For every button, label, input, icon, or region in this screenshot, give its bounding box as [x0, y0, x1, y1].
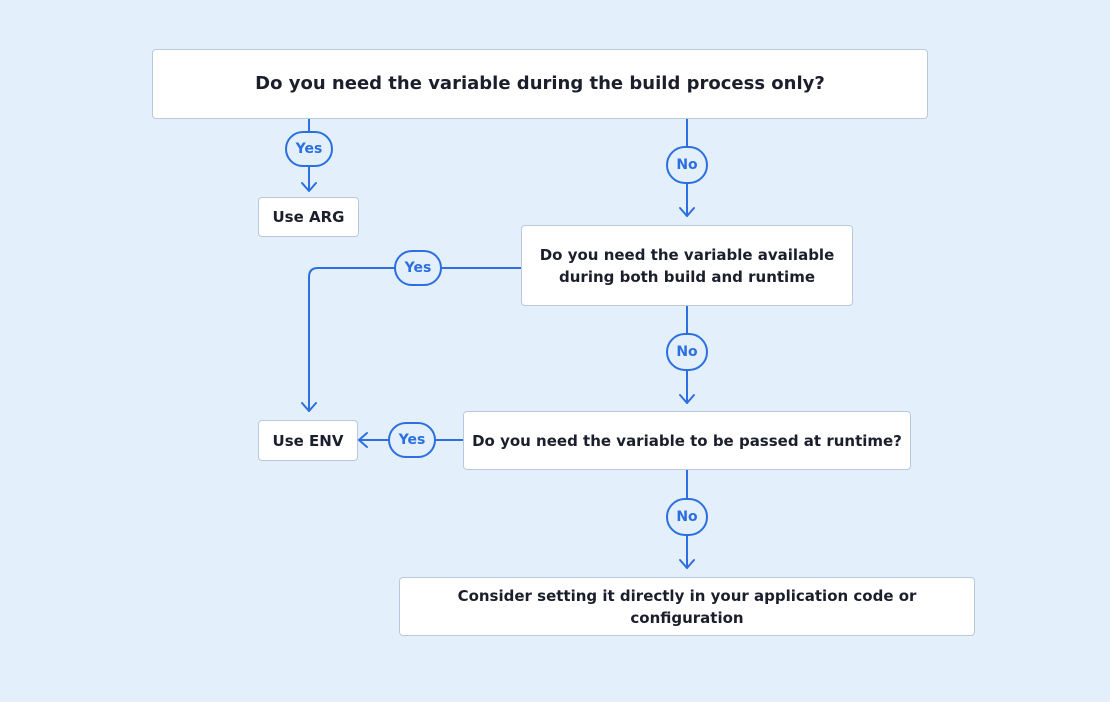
arrow-head [358, 432, 368, 448]
label-yes-text: Yes [295, 141, 323, 157]
arrow-head [679, 207, 695, 217]
label-yes-text: Yes [398, 432, 426, 448]
arrow-head [301, 402, 317, 412]
arrow-head [679, 394, 695, 404]
label-no-text: No [676, 344, 698, 360]
consider-box: Consider setting it directly in your app… [399, 577, 975, 636]
question-passed-at-runtime: Do you need the variable to be passed at… [463, 411, 911, 470]
label-yes-text: Yes [404, 260, 432, 276]
question-passed-at-runtime-text: Do you need the variable to be passed at… [472, 431, 902, 450]
question-build-only-text: Do you need the variable during the buil… [255, 73, 825, 94]
use-env-text: Use ENV [272, 431, 344, 450]
label-no-q2: No [666, 333, 708, 371]
question-build-and-runtime-line2: during both build and runtime [559, 267, 815, 286]
use-arg-box: Use ARG [258, 197, 359, 237]
label-no-q1: No [666, 146, 708, 184]
edge-q2-yes [308, 267, 523, 412]
use-arg-text: Use ARG [272, 208, 345, 226]
question-build-only: Do you need the variable during the buil… [152, 49, 928, 119]
label-yes-q1: Yes [285, 131, 333, 167]
question-build-and-runtime-line1: Do you need the variable available [539, 245, 835, 264]
question-build-and-runtime: Do you need the variable available durin… [521, 225, 853, 306]
label-yes-q3: Yes [388, 422, 436, 458]
label-no-text: No [676, 509, 698, 525]
use-env-box: Use ENV [258, 420, 358, 461]
label-yes-q2: Yes [394, 250, 442, 286]
arrow-head [301, 182, 317, 192]
arrow-head [679, 559, 695, 569]
label-no-text: No [676, 157, 698, 173]
label-no-q3: No [666, 498, 708, 536]
consider-text: Consider setting it directly in your app… [457, 586, 917, 627]
